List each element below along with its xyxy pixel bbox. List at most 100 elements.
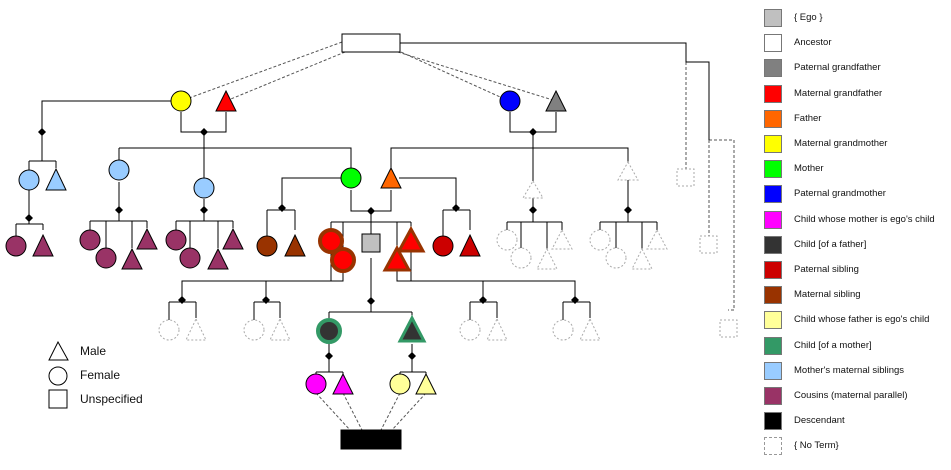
legend-label: Paternal grandfather — [794, 62, 881, 74]
no-term-node — [551, 228, 573, 250]
child-of-father-node — [316, 318, 342, 344]
maternal-sibling-node — [256, 235, 278, 257]
cousin-node — [121, 247, 143, 270]
legend-swatch — [764, 210, 782, 229]
no-term-node — [699, 235, 718, 254]
legend-label: { No Term} — [794, 440, 839, 452]
key-label: Male — [80, 344, 107, 358]
sibling-node — [382, 244, 412, 272]
legend-label: Child whose mother is ego's child — [794, 213, 935, 225]
legend-swatch — [764, 336, 782, 355]
legend-label: Descendant — [794, 415, 845, 427]
paternal-grandmother-node — [499, 90, 521, 112]
no-term-node — [269, 317, 291, 341]
no-term-node — [617, 160, 639, 181]
legend-label: Father — [794, 112, 822, 124]
child-whose-mother-is-egos-child-node — [305, 373, 327, 395]
legend-label: Child [of a father] — [794, 238, 867, 250]
no-term-node — [719, 319, 738, 338]
father-node — [380, 166, 402, 189]
legend-swatch — [764, 84, 782, 103]
child-of-mother-node — [397, 314, 427, 343]
legend-swatch — [764, 185, 782, 204]
legend-label: Maternal sibling — [794, 289, 861, 301]
mother-node — [340, 167, 362, 189]
legend-swatch — [764, 109, 782, 128]
child-whose-father-is-egos-child-node — [415, 372, 437, 395]
ancestor-node — [341, 33, 401, 53]
key-label: Female — [80, 368, 121, 382]
legend-swatch — [764, 160, 782, 179]
no-term-node — [486, 317, 508, 341]
legend-swatch — [764, 412, 782, 431]
maternal-sibling-node — [284, 233, 306, 257]
no-term-node — [536, 247, 558, 270]
legend-swatch — [764, 235, 782, 254]
legend-swatch — [764, 361, 782, 380]
no-term-node — [496, 229, 518, 251]
no-term-node — [552, 319, 574, 341]
no-term-node — [579, 317, 601, 341]
no-term-node — [676, 168, 695, 187]
legend-swatch — [764, 34, 782, 53]
legend-label: Mother — [794, 163, 824, 175]
ego-node — [361, 233, 381, 253]
legend-swatch — [764, 59, 782, 78]
no-term-node — [605, 247, 627, 269]
legend-swatch — [764, 9, 782, 27]
no-term-node — [185, 317, 207, 341]
no-term-node — [243, 319, 265, 341]
key-label: Unspecified — [80, 392, 143, 406]
no-term-node — [646, 228, 668, 250]
circle-icon — [48, 366, 68, 386]
no-term-node — [510, 247, 532, 269]
maternal-grandmother-node — [170, 90, 192, 112]
legend-swatch — [764, 437, 782, 456]
no-term-node — [589, 229, 611, 251]
cousin-node — [5, 235, 27, 257]
cousin-node — [79, 229, 101, 251]
legend-label: Maternal grandfather — [794, 87, 883, 99]
cousin-node — [222, 227, 244, 250]
sibling-node — [318, 228, 344, 254]
cousin-node — [179, 247, 201, 269]
legend-label: Cousins (maternal parallel) — [794, 390, 908, 401]
paternal-sibling-node — [432, 235, 454, 257]
paternal-sibling-node — [459, 233, 481, 257]
legend-label: { Ego } — [794, 12, 823, 23]
legend-swatch — [764, 261, 782, 279]
no-term-node — [459, 319, 481, 341]
cousin-node — [207, 247, 229, 270]
legend-label: Ancestor — [794, 37, 832, 49]
legend-label: Paternal grandmother — [794, 188, 886, 200]
no-term-node — [631, 247, 653, 270]
paternal-grandfather-node — [545, 89, 567, 112]
no-term-node — [158, 319, 180, 341]
cousin-node — [165, 229, 187, 251]
square-icon — [48, 389, 68, 409]
maternal-uncle-node — [45, 167, 67, 191]
legend-label: Paternal sibling — [794, 264, 859, 275]
legend-swatch — [764, 311, 782, 330]
legend-swatch — [764, 135, 782, 153]
legend-label: Maternal grandmother — [794, 138, 888, 149]
sibling-node — [330, 247, 356, 273]
legend-swatch — [764, 286, 782, 305]
child-whose-father-is-egos-child-node — [389, 373, 411, 395]
legend-swatch — [764, 387, 782, 405]
legend-label: Mother's maternal siblings — [794, 364, 905, 376]
sibling-node — [396, 225, 426, 253]
no-term-node — [522, 180, 544, 199]
maternal-aunt-node — [193, 177, 215, 199]
maternal-aunt-node — [18, 169, 40, 191]
cousin-node — [95, 247, 117, 269]
triangle-icon — [48, 341, 69, 361]
descendant-node — [340, 429, 402, 450]
cousin-node — [136, 227, 158, 250]
maternal-aunt-node — [108, 159, 130, 181]
cousin-node — [32, 233, 54, 257]
legend-label: Child [of a mother] — [794, 339, 872, 351]
legend-label: Child whose father is ego's child — [794, 314, 930, 326]
child-whose-mother-is-egos-child-node — [332, 372, 354, 395]
